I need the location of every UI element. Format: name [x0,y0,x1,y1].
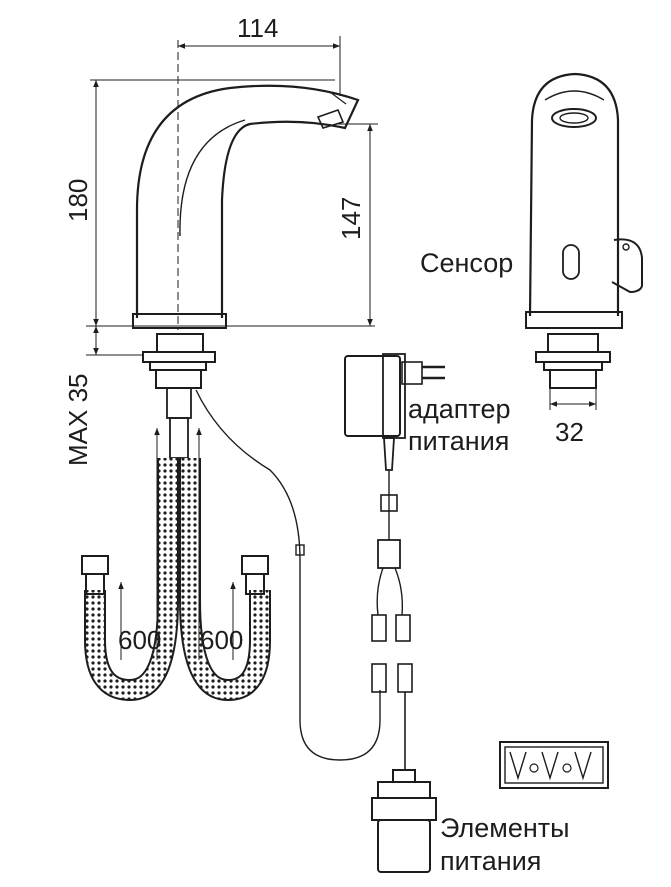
dimension-lines [86,36,378,356]
battery-box [371,769,437,873]
battery-holder [499,741,609,789]
dim-nut-width: 32 [555,417,584,447]
sensor-cable [195,389,387,761]
faucet-side-view [132,40,360,330]
dim-height-total: 180 [63,179,93,222]
faucet-front-view [525,72,643,410]
adapter-label-line1: адаптер [408,394,511,424]
dim-hose-left: 600 [118,625,161,655]
battery-label-line2: питания [440,846,541,876]
mounting-assembly [142,333,216,459]
dim-height-spout: 147 [336,197,366,240]
dim-width-top: 114 [237,13,278,43]
battery-label-line1: Элементы [440,813,570,843]
adapter-label-line2: питания [408,426,509,456]
power-adapter [344,353,445,770]
dim-max-mount: MAX 35 [63,374,93,467]
dim-hose-right: 600 [200,625,243,655]
hoses [81,428,271,702]
sensor-label: Сенсор [420,248,513,278]
